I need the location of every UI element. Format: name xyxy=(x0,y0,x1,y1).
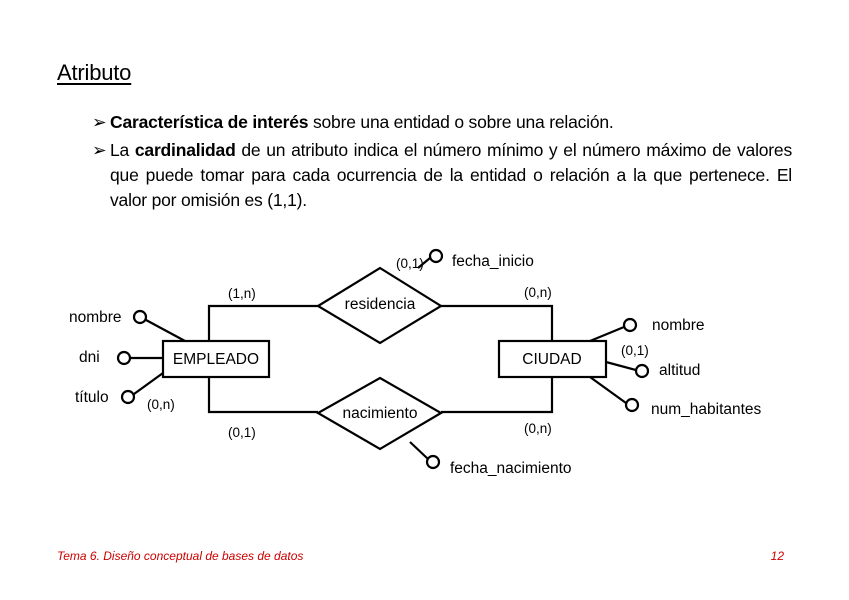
residencia-empleado-link xyxy=(207,304,318,341)
fecha-inicio-link xyxy=(417,257,431,269)
relationship-nacimiento-diamond xyxy=(315,376,444,451)
attribute-circle-icon xyxy=(624,397,640,413)
cardinality-label: (0,n) xyxy=(147,397,175,412)
relationship-residencia-diamond xyxy=(315,266,444,345)
relationship-residencia-label: residencia xyxy=(345,296,416,313)
bullet-bold: Característica de interés xyxy=(110,112,309,132)
attribute-circle-icon xyxy=(120,389,136,405)
residencia-ciudad-link xyxy=(441,304,554,341)
attribute-circle-icon xyxy=(425,454,441,470)
attribute-label: num_habitantes xyxy=(651,401,762,418)
footer-page-number: 12 xyxy=(770,549,784,563)
cardinality-label: (0,1) xyxy=(396,256,424,271)
attribute-label: altitud xyxy=(659,362,700,379)
ciudad-nombre-link xyxy=(589,325,625,343)
bullet-list: ➢ Característica de interés sobre una en… xyxy=(92,110,792,216)
bullet-item: ➢ La cardinalidad de un atributo indica … xyxy=(92,138,792,213)
cardinality-label: (1,n) xyxy=(228,286,256,301)
attribute-label: nombre xyxy=(69,309,122,326)
attribute-label: dni xyxy=(79,349,100,366)
attribute-circle-icon xyxy=(622,317,638,333)
attribute-circle-icon xyxy=(116,350,132,366)
cardinality-label: (0,1) xyxy=(621,343,649,358)
footer-course-title: Tema 6. Diseño conceptual de bases de da… xyxy=(57,549,304,563)
ciudad-altitud-link xyxy=(605,360,637,372)
entity-empleado-box xyxy=(161,339,271,379)
bullet-bold: cardinalidad xyxy=(134,140,236,160)
ciudad-num-habitantes-link xyxy=(589,376,627,404)
slide-title: Atributo xyxy=(57,60,132,85)
arrow-bullet-icon: ➢ xyxy=(92,112,107,132)
bullet-item: ➢ Característica de interés sobre una en… xyxy=(92,110,792,135)
cardinality-label: (0,n) xyxy=(524,421,552,436)
fecha-nacimiento-link xyxy=(409,441,429,460)
entity-ciudad-box xyxy=(497,339,608,379)
empleado-nombre-link xyxy=(145,319,186,342)
attribute-circle-icon xyxy=(132,309,148,325)
bullet-text: de un atributo indica el número mínimo y… xyxy=(110,140,792,210)
relationship-nacimiento-label: nacimiento xyxy=(343,405,418,422)
entity-empleado-label: EMPLEADO xyxy=(173,351,259,368)
empleado-titulo-link xyxy=(133,372,164,395)
bullet-prefix: La xyxy=(110,140,135,160)
cardinality-label: (0,n) xyxy=(524,285,552,300)
nacimiento-ciudad-link xyxy=(441,377,554,414)
attribute-circle-icon xyxy=(428,248,444,264)
attribute-label: fecha_nacimiento xyxy=(450,460,572,477)
attribute-label: fecha_inicio xyxy=(452,253,534,270)
cardinality-label: (0,1) xyxy=(228,425,256,440)
attribute-label: título xyxy=(75,389,109,406)
bullet-text: sobre una entidad o sobre una relación. xyxy=(308,112,614,132)
nacimiento-empleado-link xyxy=(207,377,318,414)
arrow-bullet-icon: ➢ xyxy=(92,140,107,160)
entity-ciudad-label: CIUDAD xyxy=(522,351,581,368)
attribute-label: nombre xyxy=(652,317,705,334)
attribute-circle-icon xyxy=(634,363,650,379)
